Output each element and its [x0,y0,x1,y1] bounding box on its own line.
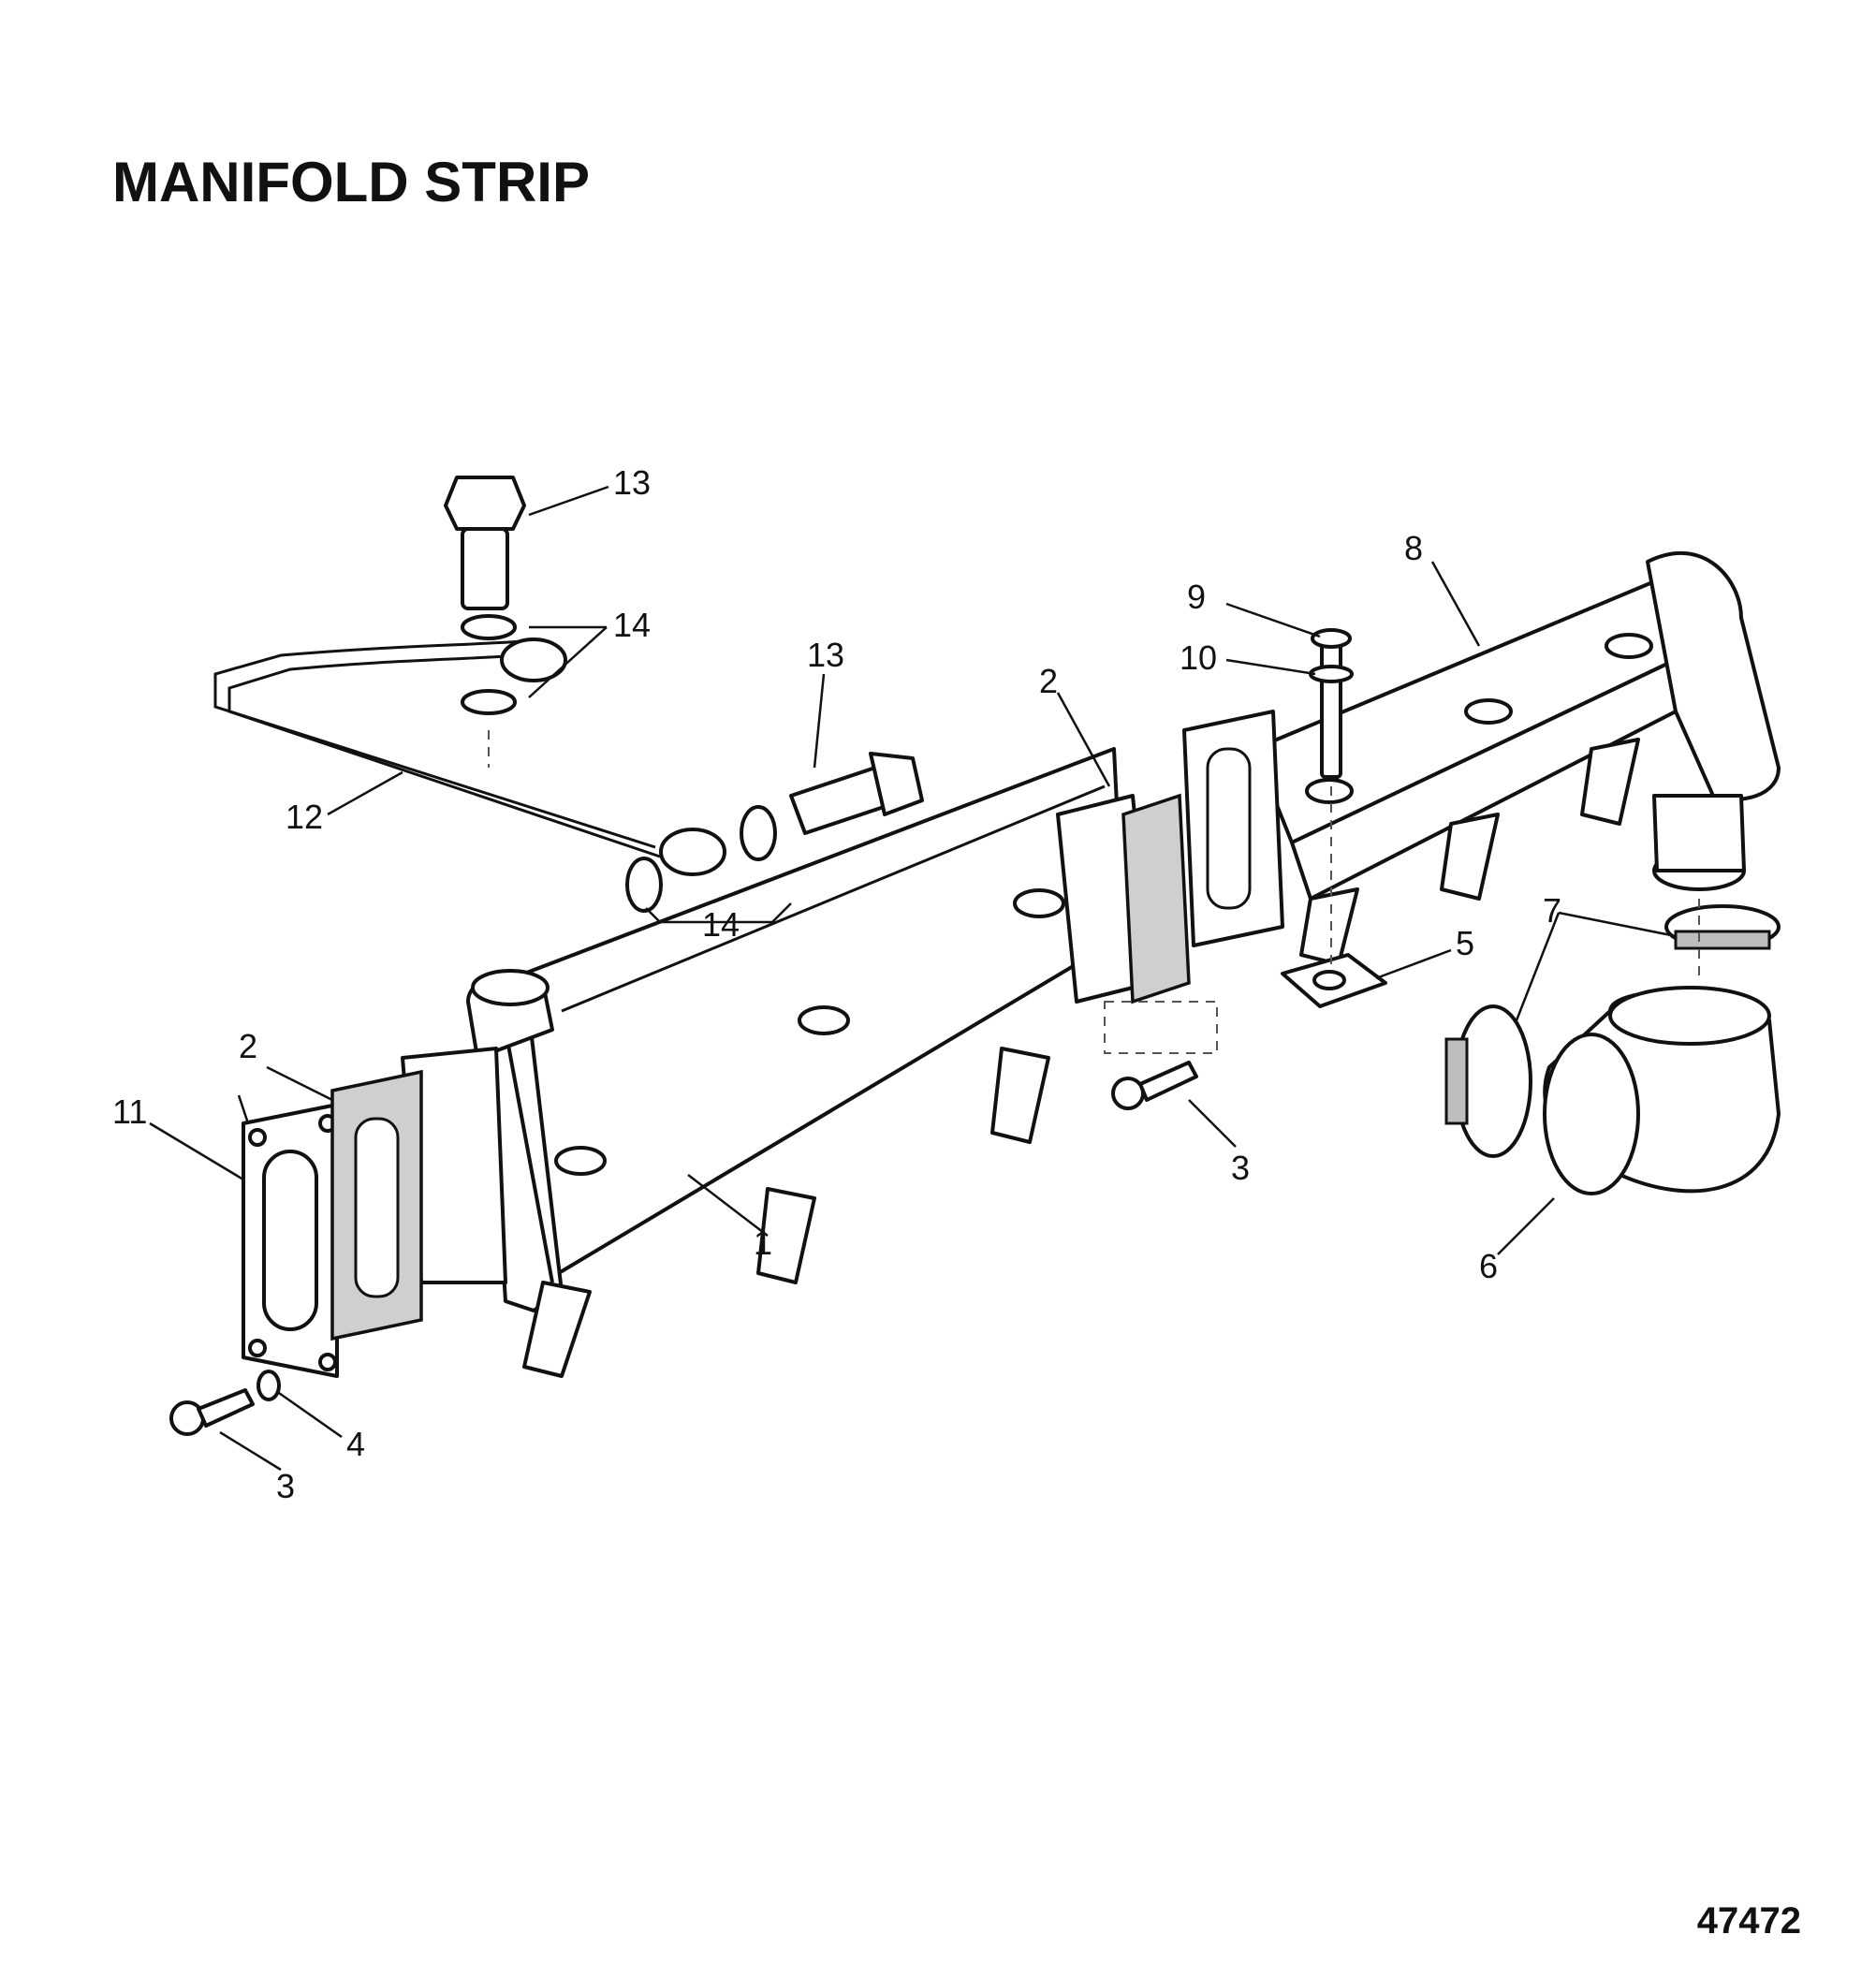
callout-label: 13 [807,636,844,674]
diagram-title: MANIFOLD STRIP [112,151,590,213]
elbow-part-6 [1543,986,1781,1195]
alignment-lines [488,730,1700,1054]
callout-label: 4 [346,1425,365,1463]
gasket-part-2-rear [1121,710,1284,1004]
callout-label: 6 [1479,1247,1498,1285]
flange-plate-part-5 [1281,953,1387,1008]
stud-part-9-10 [1309,628,1354,779]
callout-label: 11 [112,1092,147,1131]
manifold-body-part-1 [401,747,1153,1378]
callout-label: 14 [613,606,651,644]
callout-labels: 1 2 2 3 3 4 5 6 7 8 9 10 11 12 13 13 14 … [112,463,1561,1505]
banjo-bolt-part-13-side [789,752,924,835]
oil-tube-part-12 [213,638,726,876]
hose-clamp-part-7 [1444,904,1781,1158]
gasket-part-2-front [330,1069,423,1341]
leader-lines [149,485,1677,1472]
callout-label: 10 [1180,638,1217,677]
callout-label: 7 [1543,891,1561,930]
figure-number: 47472 [1696,1900,1801,1942]
callout-label: 3 [1231,1149,1250,1187]
callout-label: 13 [613,463,651,502]
sealing-washers-part-14 [461,614,777,913]
callout-label: 3 [276,1467,295,1505]
callout-label: 9 [1187,578,1206,616]
callout-label: 2 [239,1027,257,1065]
banjo-bolt-part-13-top [444,476,526,610]
manifold-rear-part-8 [1253,550,1781,966]
callout-label: 12 [286,798,323,836]
callout-label: 8 [1404,529,1423,567]
callout-label: 1 [754,1224,772,1262]
callout-label: 5 [1456,924,1474,962]
bolt-part-3-rear [1111,1061,1198,1110]
callout-label: 2 [1039,662,1058,700]
end-cover-part-11 [242,1103,339,1378]
callout-label: 14 [702,905,740,944]
washer-part-4 [256,1370,281,1401]
bolt-part-3-front [169,1388,255,1436]
